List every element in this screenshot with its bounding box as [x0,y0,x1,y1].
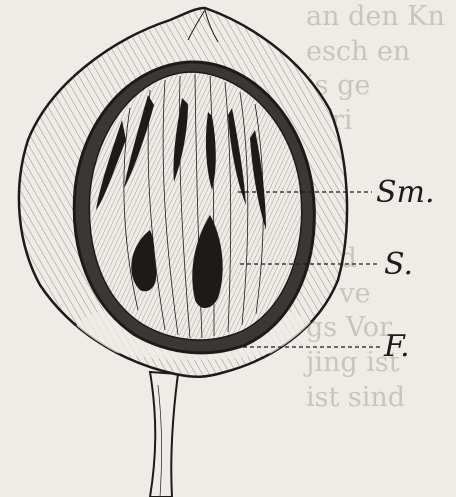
label-sm: Sm. [376,175,435,210]
label-s: S. [384,247,413,282]
stalk [150,372,178,497]
label-f: F. [383,329,410,364]
